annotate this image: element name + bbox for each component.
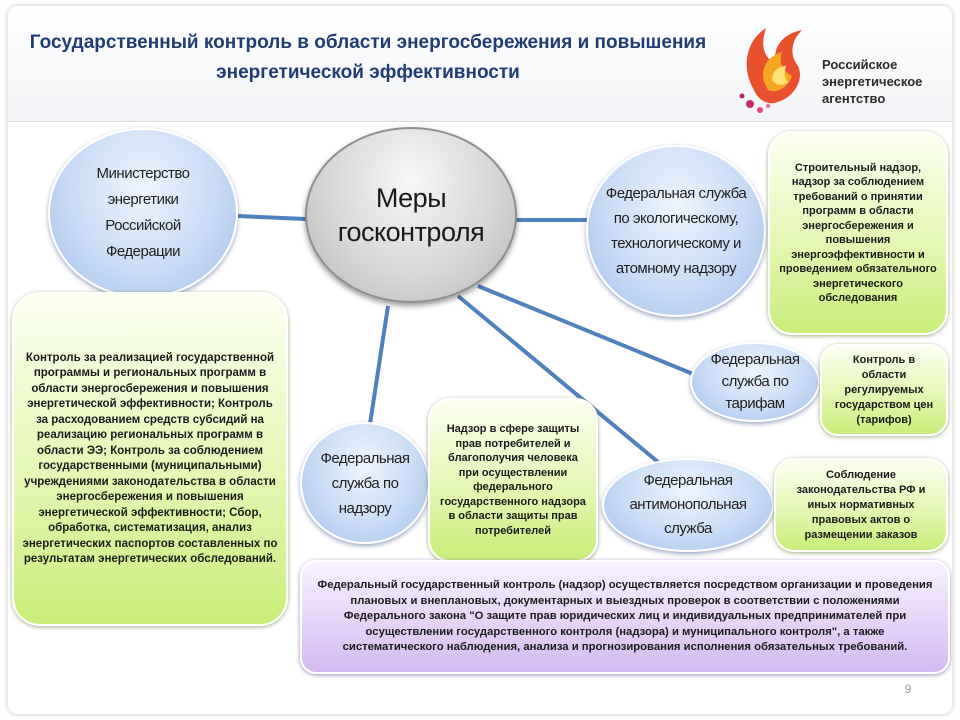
- box-supervision-duties: Надзор в сфере защиты прав потребителей …: [428, 398, 598, 562]
- node-ministry-label: Министерство энергетики Российской Федер…: [96, 165, 190, 260]
- node-antimonopoly: Федеральная антимонопольная служба: [602, 458, 774, 552]
- box-federal-note-text: Федеральный государственный контроль (на…: [317, 579, 933, 654]
- box-ecology-duties-text: Строительный надзор, надзор за соблюдени…: [779, 161, 937, 305]
- logo-line-2: энергетическое: [822, 74, 923, 89]
- node-antimonopoly-label: Федеральная антимонопольная служба: [629, 472, 747, 537]
- phoenix-bird-logo-icon: [739, 28, 802, 113]
- header-band: Государственный контроль в области энерг…: [8, 6, 952, 122]
- node-ecology: Федеральная служба по экологическому, те…: [586, 145, 766, 317]
- box-tariffs-duties: Контроль в области регулируемых государс…: [820, 344, 948, 436]
- box-tariffs-duties-text: Контроль в области регулируемых государс…: [834, 353, 934, 426]
- node-supervision-label: Федеральная служба по надзору: [320, 449, 410, 517]
- logo-line-3: агентство: [822, 91, 886, 106]
- box-antimonopoly-duties-text: Соблюдение законодательства РФ и иных но…: [796, 468, 926, 541]
- link-supervision: [368, 305, 390, 425]
- box-antimonopoly-duties: Соблюдение законодательства РФ и иных но…: [774, 458, 948, 552]
- box-supervision-duties-text: Надзор в сфере защиты прав потребителей …: [440, 423, 586, 537]
- link-tariffs: [477, 284, 699, 378]
- box-ecology-duties: Строительный надзор, надзор за соблюдени…: [768, 131, 948, 335]
- box-ministry-duties-text: Контроль за реализацией государственной …: [22, 351, 278, 566]
- box-ministry-duties: Контроль за реализацией государственной …: [12, 292, 288, 626]
- node-ministry: Министерство энергетики Российской Федер…: [48, 128, 238, 298]
- node-tariffs-label: Федеральная служба по тарифам: [710, 351, 800, 412]
- node-tariffs: Федеральная служба по тарифам: [690, 342, 820, 422]
- agency-logo: Российское энергетическое агентство: [724, 20, 952, 116]
- center-node-label: Меры госконтроля: [337, 183, 485, 247]
- page-number: 9: [904, 682, 912, 696]
- node-supervision: Федеральная служба по надзору: [300, 422, 430, 544]
- box-federal-note: Федеральный государственный контроль (на…: [300, 560, 950, 674]
- node-ecology-label: Федеральная служба по экологическому, те…: [605, 185, 747, 277]
- center-node: Меры госконтроля: [305, 127, 517, 303]
- logo-line-1: Российское: [822, 57, 898, 72]
- slide: Государственный контроль в области энерг…: [8, 6, 952, 714]
- logo-text: Российское энергетическое агентство: [822, 56, 952, 107]
- link-antimonopoly: [456, 294, 660, 464]
- slide-title: Государственный контроль в области энерг…: [29, 32, 707, 83]
